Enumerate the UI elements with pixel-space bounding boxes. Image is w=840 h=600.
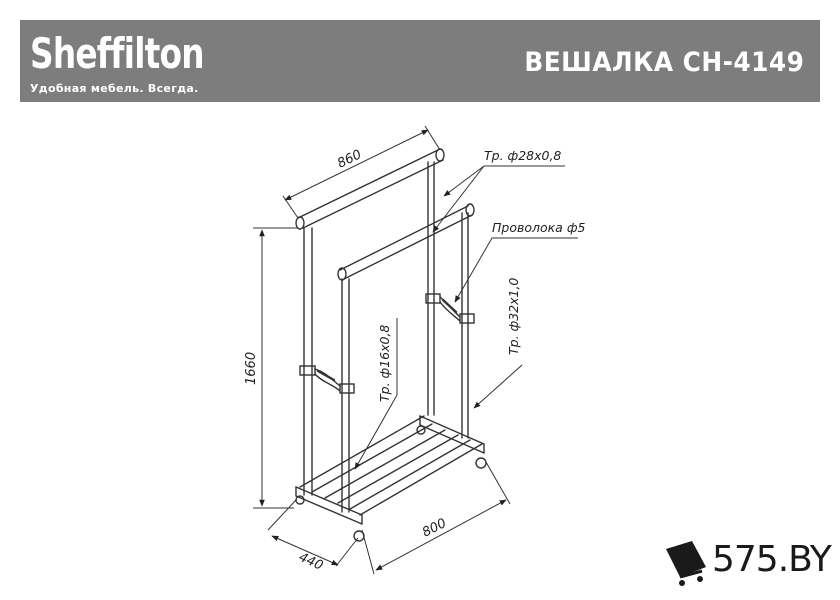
- callout-side-tube-leader: [473, 364, 523, 409]
- dim-base-width: [375, 499, 507, 571]
- header-banner: Sheffilton Удобная мебель. Всегда. ВЕШАЛ…: [20, 20, 820, 102]
- product-title: ВЕШАЛКА CH-4149: [524, 47, 804, 78]
- callout-wire-label: Проволока ф5: [492, 220, 586, 235]
- brand-logo: Sheffilton: [30, 29, 205, 78]
- watermark-logo: 575.BY: [712, 539, 832, 580]
- right-clamp: [425, 293, 475, 324]
- cart-icon: [666, 541, 706, 586]
- callout-side-tube-label: Тр. ф32x1,0: [506, 278, 521, 355]
- callout-inner-tube-leader: [354, 318, 398, 470]
- callout-top-bar-label: Тр. ф28x0,8: [484, 148, 561, 163]
- callout-wire-leader: [454, 237, 578, 303]
- dim-base-width-label: 800: [420, 516, 449, 541]
- dim-width-top: [284, 129, 429, 201]
- caster-wheels: [295, 425, 487, 542]
- base-frame: [295, 415, 485, 525]
- dim-depth: [271, 535, 339, 566]
- left-clamp: [299, 365, 355, 394]
- dim-height-label: 1660: [244, 352, 259, 385]
- lower-hanger-bar: [337, 203, 475, 281]
- top-hanger-bar: [295, 148, 445, 230]
- callout-inner-tube-label: Тр. ф16x0,8: [377, 325, 392, 402]
- brand-tagline: Удобная мебель. Всегда.: [30, 82, 199, 95]
- dim-depth-label: 440: [296, 550, 325, 574]
